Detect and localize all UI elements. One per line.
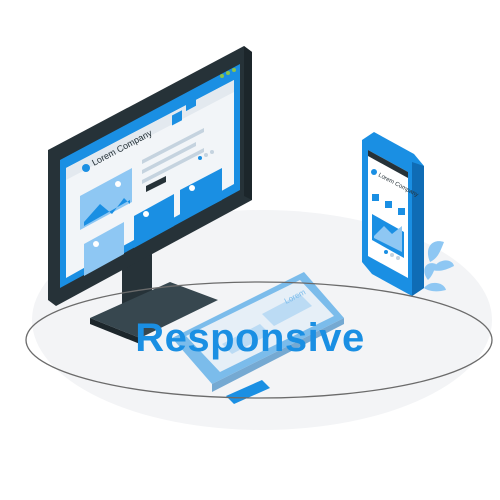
- gear-icon: [186, 95, 196, 112]
- headline: Responsive: [135, 316, 365, 360]
- mail-icon: [398, 208, 405, 215]
- plant-icon: [424, 241, 454, 292]
- monitor-dot: [220, 74, 224, 78]
- monitor-dot: [226, 71, 230, 75]
- home-icon: [172, 110, 182, 126]
- tablet: Lorem: [172, 272, 344, 392]
- card: [84, 222, 124, 276]
- monitor-dot: [232, 68, 236, 72]
- logo-icon: [82, 164, 90, 172]
- home-icon: [372, 194, 379, 201]
- mail-icon: [200, 81, 210, 97]
- monitor: Lorem Company: [48, 46, 252, 344]
- logo-icon: [371, 169, 377, 175]
- card: [134, 194, 174, 248]
- gear-icon: [385, 201, 392, 208]
- monitor-stand-base: [90, 282, 218, 338]
- card: [180, 168, 222, 222]
- phone: Lorem Company: [362, 132, 454, 296]
- oval-outline: [25, 281, 493, 399]
